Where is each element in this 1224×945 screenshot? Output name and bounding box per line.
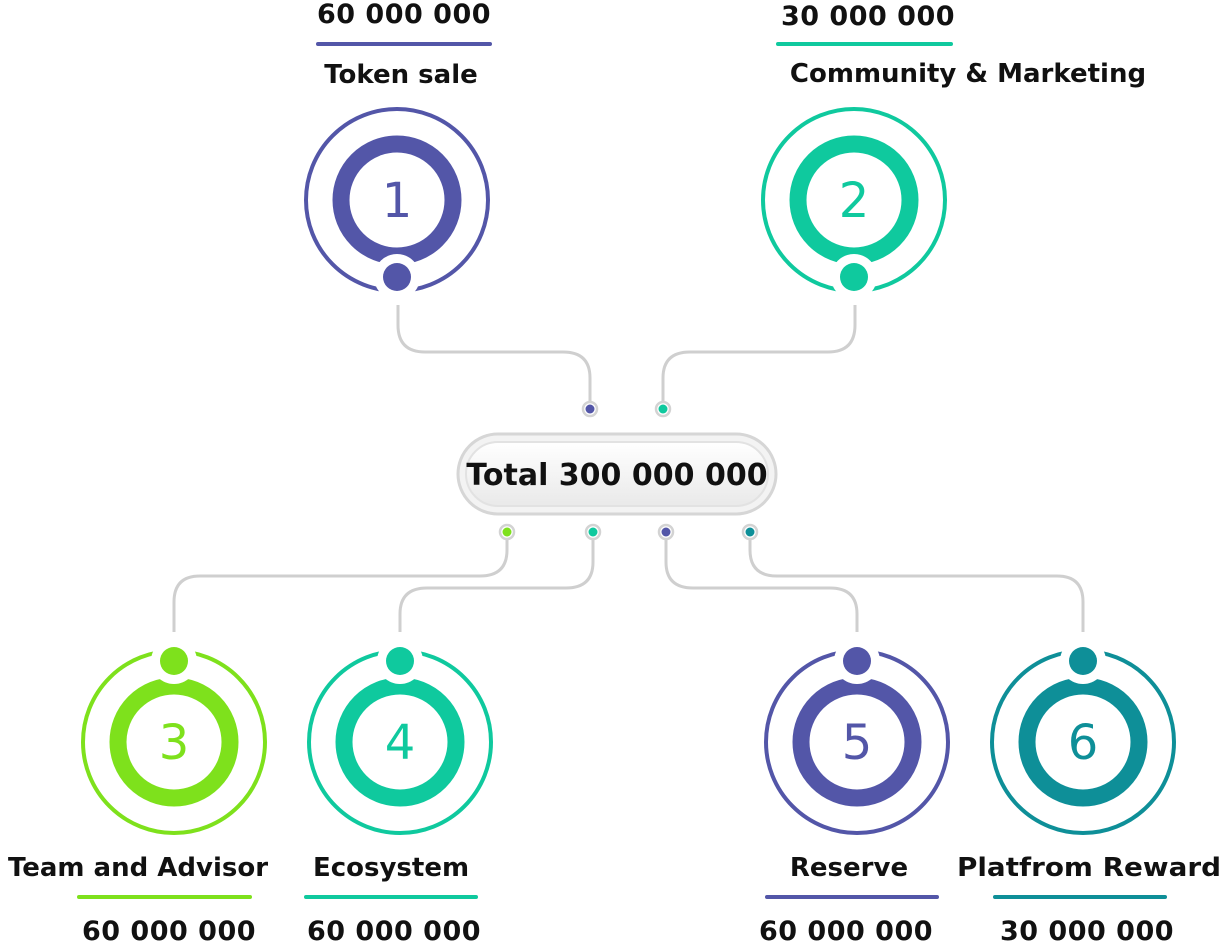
node-4-knob bbox=[386, 647, 414, 675]
dot-2-core bbox=[658, 404, 668, 414]
node-6-value: 30 000 000 bbox=[1000, 916, 1174, 945]
node-2-label: Community & Marketing bbox=[790, 59, 1146, 89]
node-4-value: 60 000 000 bbox=[307, 916, 481, 945]
total-pill: Total 300 000 000 bbox=[456, 432, 778, 516]
dot-1-core bbox=[585, 404, 595, 414]
node-6: 6 Platfrom Reward 30 000 000 bbox=[957, 638, 1221, 945]
node-3-value: 60 000 000 bbox=[82, 916, 256, 945]
node-6-label: Platfrom Reward bbox=[957, 853, 1221, 883]
connector-1 bbox=[396, 305, 592, 408]
dot-3-core bbox=[502, 527, 512, 537]
node-2: 30 000 000 Community & Marketing 2 bbox=[761, 1, 1146, 300]
connector-dots bbox=[498, 400, 759, 541]
connector-5 bbox=[664, 532, 859, 632]
node-1-number: 1 bbox=[382, 173, 413, 229]
node-3-label: Team and Advisor bbox=[8, 853, 268, 883]
node-2-knob bbox=[840, 263, 868, 291]
dot-6-core bbox=[745, 527, 755, 537]
node-6-knob bbox=[1069, 647, 1097, 675]
node-6-number: 6 bbox=[1068, 715, 1099, 771]
total-pill-inner bbox=[465, 441, 769, 507]
node-6-badge bbox=[1018, 677, 1148, 807]
node-4: 4 Ecosystem 60 000 000 bbox=[304, 638, 493, 945]
node-5-value: 60 000 000 bbox=[759, 916, 933, 945]
connector-lines bbox=[172, 305, 1085, 632]
node-5-badge bbox=[792, 677, 922, 807]
dot-4-core bbox=[588, 527, 598, 537]
connector-6 bbox=[748, 532, 1085, 632]
node-1: 60 000 000 Token sale 1 bbox=[304, 0, 492, 300]
node-4-number: 4 bbox=[385, 715, 416, 771]
node-5-number: 5 bbox=[842, 715, 873, 771]
total-label: Total 300 000 000 bbox=[466, 458, 767, 493]
node-5-knob bbox=[843, 647, 871, 675]
node-5-label: Reserve bbox=[790, 853, 908, 883]
node-3-number: 3 bbox=[159, 715, 190, 771]
node-5: 5 Reserve 60 000 000 bbox=[759, 638, 950, 945]
node-1-value: 60 000 000 bbox=[317, 0, 491, 30]
node-1-label: Token sale bbox=[324, 60, 478, 90]
connector-2 bbox=[661, 305, 857, 408]
node-2-number: 2 bbox=[839, 173, 870, 229]
node-4-label: Ecosystem bbox=[313, 853, 469, 883]
connector-3 bbox=[172, 532, 509, 632]
node-3-knob bbox=[160, 647, 188, 675]
dot-5-core bbox=[661, 527, 671, 537]
node-4-badge bbox=[335, 677, 465, 807]
node-3: 3 Team and Advisor 60 000 000 bbox=[8, 638, 268, 945]
node-1-knob bbox=[383, 263, 411, 291]
node-3-badge bbox=[109, 677, 239, 807]
node-2-value: 30 000 000 bbox=[781, 1, 955, 32]
connector-4 bbox=[398, 532, 595, 632]
